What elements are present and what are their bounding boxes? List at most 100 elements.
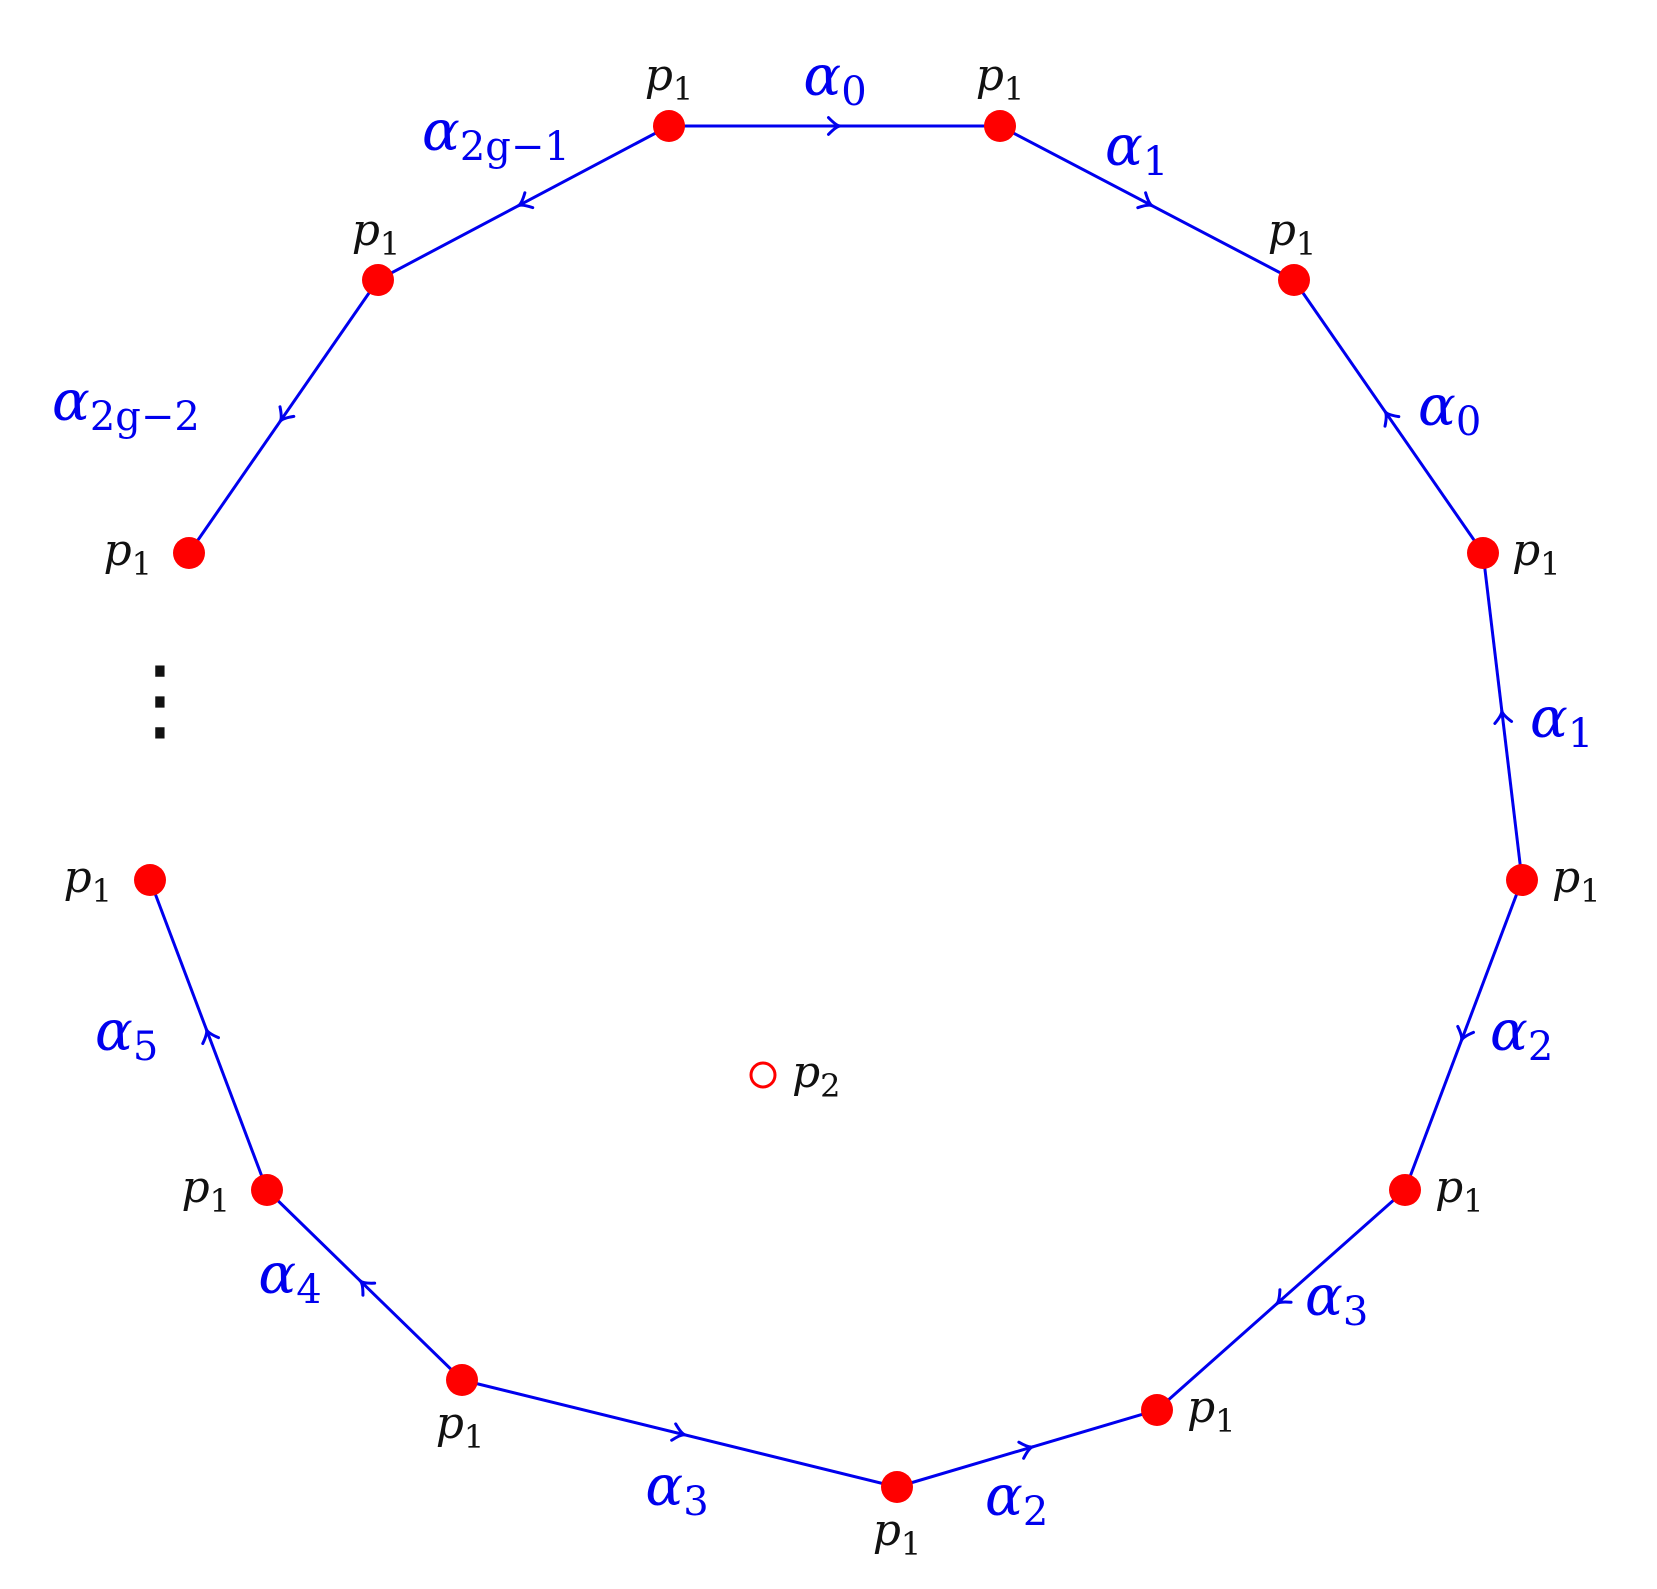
vertex-label: p1	[103, 525, 152, 583]
vertex-dot	[881, 1471, 913, 1503]
vertex-label-sub: 1	[901, 1525, 921, 1563]
edge-label-lower-right-sub: 3	[1343, 1289, 1368, 1335]
edge-line	[377, 124, 670, 282]
edge-left-lower	[148, 879, 269, 1191]
edge-bottom-left	[461, 1378, 898, 1489]
edge-label-right-lower: α2	[1490, 999, 1553, 1070]
edge-line	[999, 124, 1295, 282]
vertex-label: p1	[1268, 205, 1317, 263]
vertex-label: p1	[645, 50, 694, 108]
vertex-dot	[1506, 864, 1538, 896]
edge-right-upper	[1292, 279, 1485, 554]
edge-lower-left	[265, 1188, 464, 1382]
edge-label-bottom-right: α2	[985, 1464, 1048, 1535]
edge-label-top-left-sub: 2g−1	[460, 124, 570, 170]
edge-line	[1403, 879, 1524, 1191]
edge-arrow-icon	[1017, 1440, 1035, 1460]
edge-arrow-icon	[670, 1422, 687, 1442]
edge-label-lower-left-base: α	[258, 1242, 296, 1307]
edge-label-right-sub: 1	[1568, 711, 1593, 757]
edge-arrow-icon	[1383, 410, 1401, 428]
vertex-dot	[984, 110, 1016, 142]
vertex-label-base: p	[645, 50, 673, 101]
edges-layer	[148, 116, 1524, 1489]
vertex-label-base: p	[352, 205, 380, 256]
vertical-ellipsis: ⋮	[115, 647, 205, 752]
edge-lower-right	[1156, 1188, 1406, 1412]
edge-label-top-sub: 0	[841, 69, 866, 115]
edge-label-bottom-left: α3	[645, 1454, 708, 1525]
edge-bottom-right	[896, 1408, 1158, 1489]
center-label: p2	[792, 1047, 841, 1105]
edge-line	[1481, 552, 1524, 881]
edge-label-left-lower: α5	[95, 999, 158, 1070]
center-label-sub: 2	[820, 1067, 840, 1105]
edge-line	[1156, 1188, 1406, 1412]
vertices-layer	[134, 110, 1538, 1503]
edge-arrow-icon	[1456, 1024, 1475, 1043]
vertex-dot	[1141, 1394, 1173, 1426]
vertex-label: p1	[1512, 525, 1561, 583]
vertex-dot	[1389, 1174, 1421, 1206]
edge-left-upper	[187, 279, 380, 554]
vertex-dot	[362, 264, 394, 296]
vertex-dot	[134, 864, 166, 896]
edge-line	[896, 1408, 1158, 1489]
edge-label-right-upper: α0	[1418, 374, 1481, 445]
vertex-label-sub: 1	[464, 1418, 484, 1456]
edge-arrow-icon	[201, 1027, 220, 1046]
vertex-label: p1	[436, 1398, 485, 1456]
edge-line	[148, 879, 269, 1191]
edge-label-right: α1	[1530, 686, 1593, 757]
edge-label-bottom-left-base: α	[645, 1454, 683, 1519]
edge-label-bottom-right-base: α	[985, 1464, 1023, 1529]
vertex-label: p1	[181, 1162, 230, 1220]
vertex-label-base: p	[976, 50, 1004, 101]
vertex-label-base: p	[1187, 1382, 1215, 1433]
edge-arrow-icon	[358, 1279, 377, 1297]
edge-label-lower-right-base: α	[1305, 1264, 1343, 1329]
vertex-dot	[653, 110, 685, 142]
vertex-label-sub: 1	[132, 545, 152, 583]
vertex-label: p1	[1187, 1382, 1236, 1440]
vertex-label-sub: 1	[1215, 1402, 1235, 1440]
vertex-label-base: p	[873, 1505, 901, 1556]
edge-label-top: α0	[803, 44, 866, 115]
vertex-label-base: p	[103, 525, 131, 576]
edge-top	[669, 116, 1000, 136]
edge-label-top-left-base: α	[422, 99, 460, 164]
edge-line	[461, 1378, 898, 1489]
vertex-label-base: p	[1268, 205, 1296, 256]
edge-arrow-icon	[278, 405, 296, 423]
edge-top-left	[377, 124, 670, 282]
edge-line	[1292, 279, 1485, 554]
edge-label-left-upper-sub: 2g−2	[90, 394, 200, 440]
vertex-label-base: p	[1512, 525, 1540, 576]
vertex-dot	[1278, 264, 1310, 296]
edge-label-top-left: α2g−1	[422, 99, 570, 170]
edge-arrow-icon	[516, 191, 535, 210]
vertex-label-base: p	[1435, 1162, 1463, 1213]
edge-label-right-upper-sub: 0	[1456, 399, 1481, 445]
edge-arrow-icon	[1493, 709, 1514, 725]
edge-label-top-right-sub: 1	[1143, 139, 1168, 185]
vertex-dot	[173, 537, 205, 569]
vertex-label-sub: 1	[1296, 225, 1316, 263]
vertex-label-base: p	[181, 1162, 209, 1213]
edge-label-left-upper-base: α	[52, 369, 90, 434]
edge-arrow-icon	[1275, 1288, 1293, 1306]
center-point	[749, 1061, 777, 1089]
edge-label-right-base: α	[1530, 686, 1568, 751]
vertex-label-sub: 1	[210, 1182, 230, 1220]
vertex-label-sub: 1	[1004, 70, 1024, 108]
vertex-dot	[251, 1174, 283, 1206]
edge-label-right-lower-sub: 2	[1528, 1024, 1553, 1070]
vertex-label-base: p	[1552, 852, 1580, 903]
edge-label-top-right: α1	[1105, 114, 1168, 185]
vertex-label-sub: 1	[1540, 545, 1560, 583]
edge-label-left-lower-sub: 5	[133, 1024, 158, 1070]
vertex-label-sub: 1	[1463, 1182, 1483, 1220]
edge-label-left-lower-base: α	[95, 999, 133, 1064]
vertex-label: p1	[1435, 1162, 1484, 1220]
